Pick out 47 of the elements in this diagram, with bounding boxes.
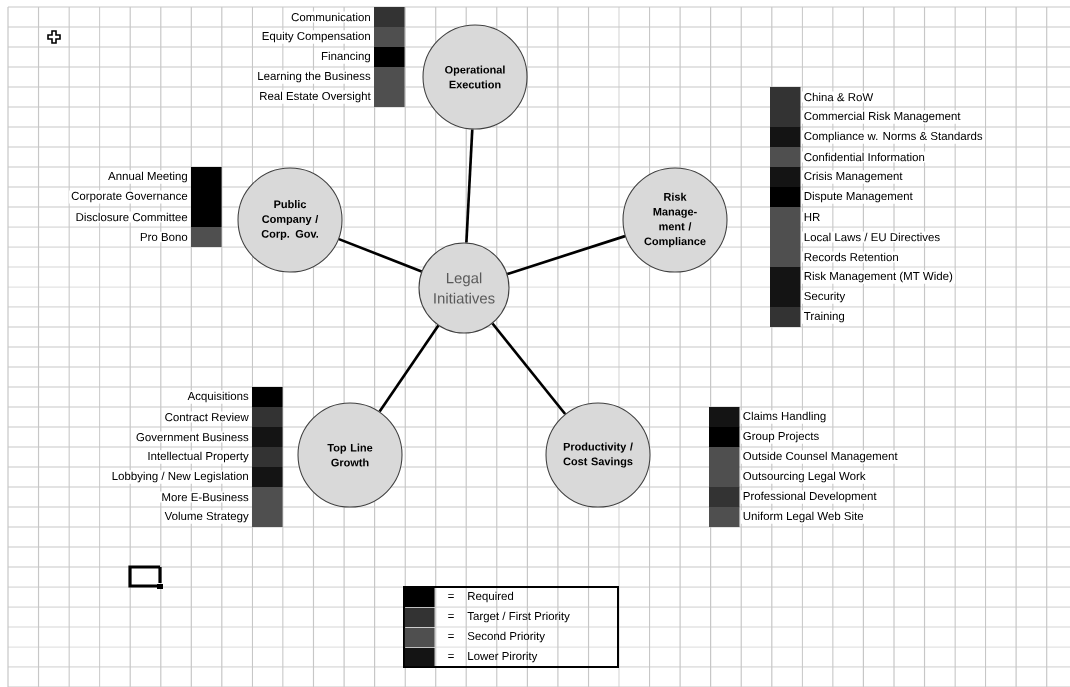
legend-label: Required (468, 591, 514, 603)
connector-line (465, 129, 474, 243)
initiative-label: Claims Handling (740, 410, 829, 424)
initiative-label: Crisis Management (801, 170, 905, 184)
initiative-label: Volume Strategy (162, 510, 251, 524)
initiative-label: Group Projects (740, 430, 822, 444)
initiative-label: Compliance w. Norms & Standards (801, 130, 985, 144)
initiative-label: Outside Counsel Management (740, 450, 900, 464)
initiative-label: Acquisitions (185, 390, 251, 404)
initiative-label: Records Retention (801, 251, 901, 263)
connector-line (378, 324, 440, 413)
initiative-label: Equity Compensation (259, 30, 373, 44)
initiative-label: Professional Development (740, 490, 879, 504)
initiative-label: Intellectual Property (145, 450, 251, 464)
connector-line (338, 237, 423, 273)
initiative-label: HR (801, 211, 823, 223)
initiative-label: Lobbying / New Legislation (109, 470, 251, 484)
initiative-label: Confidential Information (801, 151, 927, 163)
connector-line (506, 234, 626, 276)
initiative-label: Risk Management (MT Wide) (801, 270, 955, 284)
legend-label: Second Priority (467, 631, 545, 643)
equals-sign: = (448, 654, 454, 658)
initiative-label: Security (801, 290, 848, 304)
connector-line (491, 322, 567, 415)
initiative-label: Commercial Risk Management (801, 110, 963, 124)
initiative-label: Communication (289, 11, 373, 23)
initiative-label: China & RoW (801, 91, 876, 103)
equals-sign: = (448, 594, 454, 598)
initiative-label: Annual Meeting (106, 170, 190, 184)
initiative-label: Dispute Management (801, 190, 915, 204)
initiative-label: Local Laws / EU Directives (801, 231, 943, 243)
initiative-label: Disclosure Committee (73, 211, 190, 223)
initiative-label: Training (801, 310, 847, 324)
equals-sign: = (448, 614, 454, 618)
equals-sign: = (448, 634, 454, 638)
initiative-label: More E-Business (159, 491, 251, 503)
initiative-label: Real Estate Oversight (257, 90, 373, 104)
initiative-label: Government Business (133, 431, 251, 443)
initiative-label: Outsourcing Legal Work (740, 470, 868, 484)
legend-label: Target / First Priority (467, 611, 570, 623)
initiative-label: Uniform Legal Web Site (740, 510, 866, 524)
initiative-label: Learning the Business (255, 70, 373, 84)
initiative-label: Corporate Governance (69, 190, 190, 204)
initiative-label: Financing (319, 50, 373, 64)
initiative-label: Contract Review (162, 411, 251, 423)
initiative-label: Pro Bono (137, 231, 190, 243)
legend-label: Lower Pirority (468, 651, 538, 663)
